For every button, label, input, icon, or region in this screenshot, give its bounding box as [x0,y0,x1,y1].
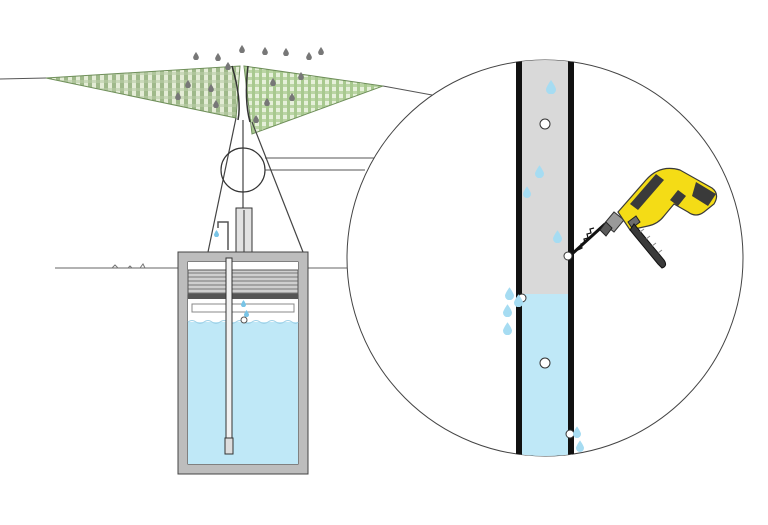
ground-debris [111,263,146,269]
pipe-hole-1 [539,118,551,130]
drill-chuck-front [599,221,613,237]
side-handle-grip [629,223,667,269]
dip-tube-end [224,437,234,455]
drill-body [617,167,718,231]
droplet [215,53,221,61]
drill-trigger [670,190,686,206]
guy-wires [0,77,433,171]
pipe-water [520,294,572,456]
side-handle-collar [627,215,641,229]
outlet-tap [214,221,229,250]
dip-tube [225,257,233,455]
drill-bit [570,222,607,256]
mast [207,117,304,253]
storage-tank [177,251,309,475]
pipe-hole [240,316,248,324]
filter-layer [187,269,299,295]
droplet [193,52,199,60]
droplet [283,48,289,56]
filter-base [188,294,298,299]
side-handle-ribs [639,228,663,254]
detail-callout-small [220,147,266,193]
pipe-hole-2 [563,251,573,261]
drill-stripe [630,174,664,210]
droplet [298,72,304,80]
mast-leg-left [207,117,237,253]
detail-content [503,60,607,456]
mast-leg-right [251,121,304,253]
droplet [239,45,245,53]
fog-collection-nets [45,65,384,135]
pipe-wall-left [516,60,522,456]
droplet [306,52,312,60]
inner-chamber [191,303,295,313]
drill-bit-flute [577,227,595,251]
pipe-hole-4 [539,357,551,369]
outlet-tap-droplet [214,230,219,237]
stored-water [188,322,298,464]
guy-wire-right [382,85,433,96]
net-frame [231,65,251,123]
droplet [318,47,324,55]
drill-side-handle [627,215,667,269]
drill-grip [692,182,716,206]
pipe-hole-5 [565,429,575,439]
detail-callout [346,59,744,457]
droplet [225,62,231,70]
guy-wire-left [0,77,47,80]
net-right [243,65,384,135]
droplet [262,47,268,55]
outlet-tap-pipe [217,221,229,250]
power-drill-icon [599,167,718,269]
